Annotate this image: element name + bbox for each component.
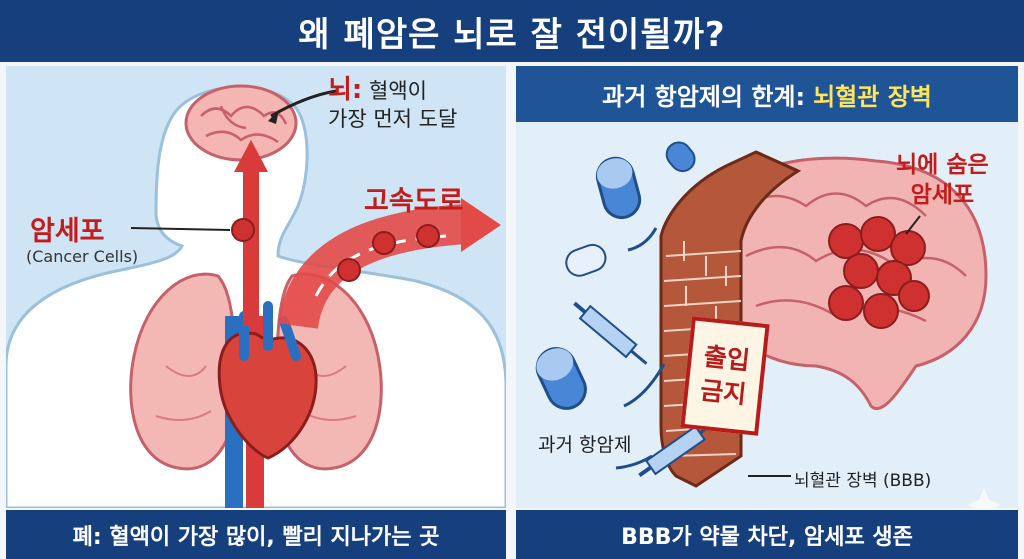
cancer-pointer-icon: [130, 227, 231, 231]
brain-label: 뇌: 혈액이 가장 먼저 도달: [328, 76, 457, 133]
highway-arrow-head-icon: [461, 198, 501, 252]
bbb-label: 뇌혈관 장벽 (BBB): [794, 471, 932, 491]
sparkle-icon: [967, 488, 1001, 508]
deflect-arrow-icon: [615, 454, 653, 470]
brain-icon: [184, 84, 298, 162]
sign-line1: 출입: [702, 341, 752, 376]
right-heading-prefix: 과거 항암제의 한계:: [602, 82, 806, 111]
pill-icon: [595, 156, 642, 220]
brain-label-title: 뇌:: [328, 75, 363, 105]
right-heading-highlight: 뇌혈관 장벽: [813, 82, 932, 111]
cancer-cell-icon: [372, 231, 396, 255]
right-footer: BBB가 약물 차단, 암세포 생존: [516, 510, 1018, 559]
heart-icon: [217, 301, 318, 460]
deflect-arrow-icon: [623, 363, 666, 408]
cancer-cell-icon: [416, 224, 440, 248]
left-footer: 폐: 혈액이 가장 많이, 빨리 지나가는 곳: [6, 510, 506, 559]
syringe-icon: [573, 301, 648, 365]
pill-icon: [535, 347, 587, 410]
right-panel: 과거 항암제의 한계: 뇌혈관 장벽: [516, 66, 1018, 508]
sign-line2: 금지: [698, 375, 748, 410]
cancer-cell-icon: [231, 218, 255, 242]
brain-label-line2: 가장 먼저 도달: [328, 107, 458, 131]
brain-label-line1: 혈액이: [369, 79, 427, 103]
highway-label: 고속도로: [364, 186, 464, 217]
left-panel: 뇌: 혈액이 가장 먼저 도달 고속도로 암세포 (Cancer Cells): [6, 66, 506, 508]
cancer-sublabel: (Cancer Cells): [26, 247, 139, 266]
hidden-cells-pointer-icon: [905, 215, 921, 235]
cancer-cluster-icon: [828, 216, 930, 329]
syringe-icon: [638, 420, 718, 478]
cancer-cell-icon: [337, 258, 361, 282]
deflect-arrow-icon: [627, 227, 658, 252]
hidden-cells-line1: 뇌에 숨은: [896, 152, 989, 178]
body-illustration: [6, 84, 506, 508]
cancer-label: 암세포: [30, 216, 105, 247]
old-drug-label: 과거 항암제: [538, 434, 632, 456]
pill-icon: [565, 243, 607, 277]
page-title: 왜 폐암은 뇌로 잘 전이될까?: [0, 0, 1024, 62]
pill-icon: [665, 141, 696, 173]
no-entry-sign: 출입 금지: [680, 316, 770, 436]
hidden-cells-line2: 암세포: [910, 182, 975, 208]
artery-arrow-head-icon: [234, 140, 268, 172]
right-heading: 과거 항암제의 한계: 뇌혈관 장벽: [516, 66, 1018, 122]
hidden-cells-label: 뇌에 숨은 암세포: [896, 150, 989, 210]
